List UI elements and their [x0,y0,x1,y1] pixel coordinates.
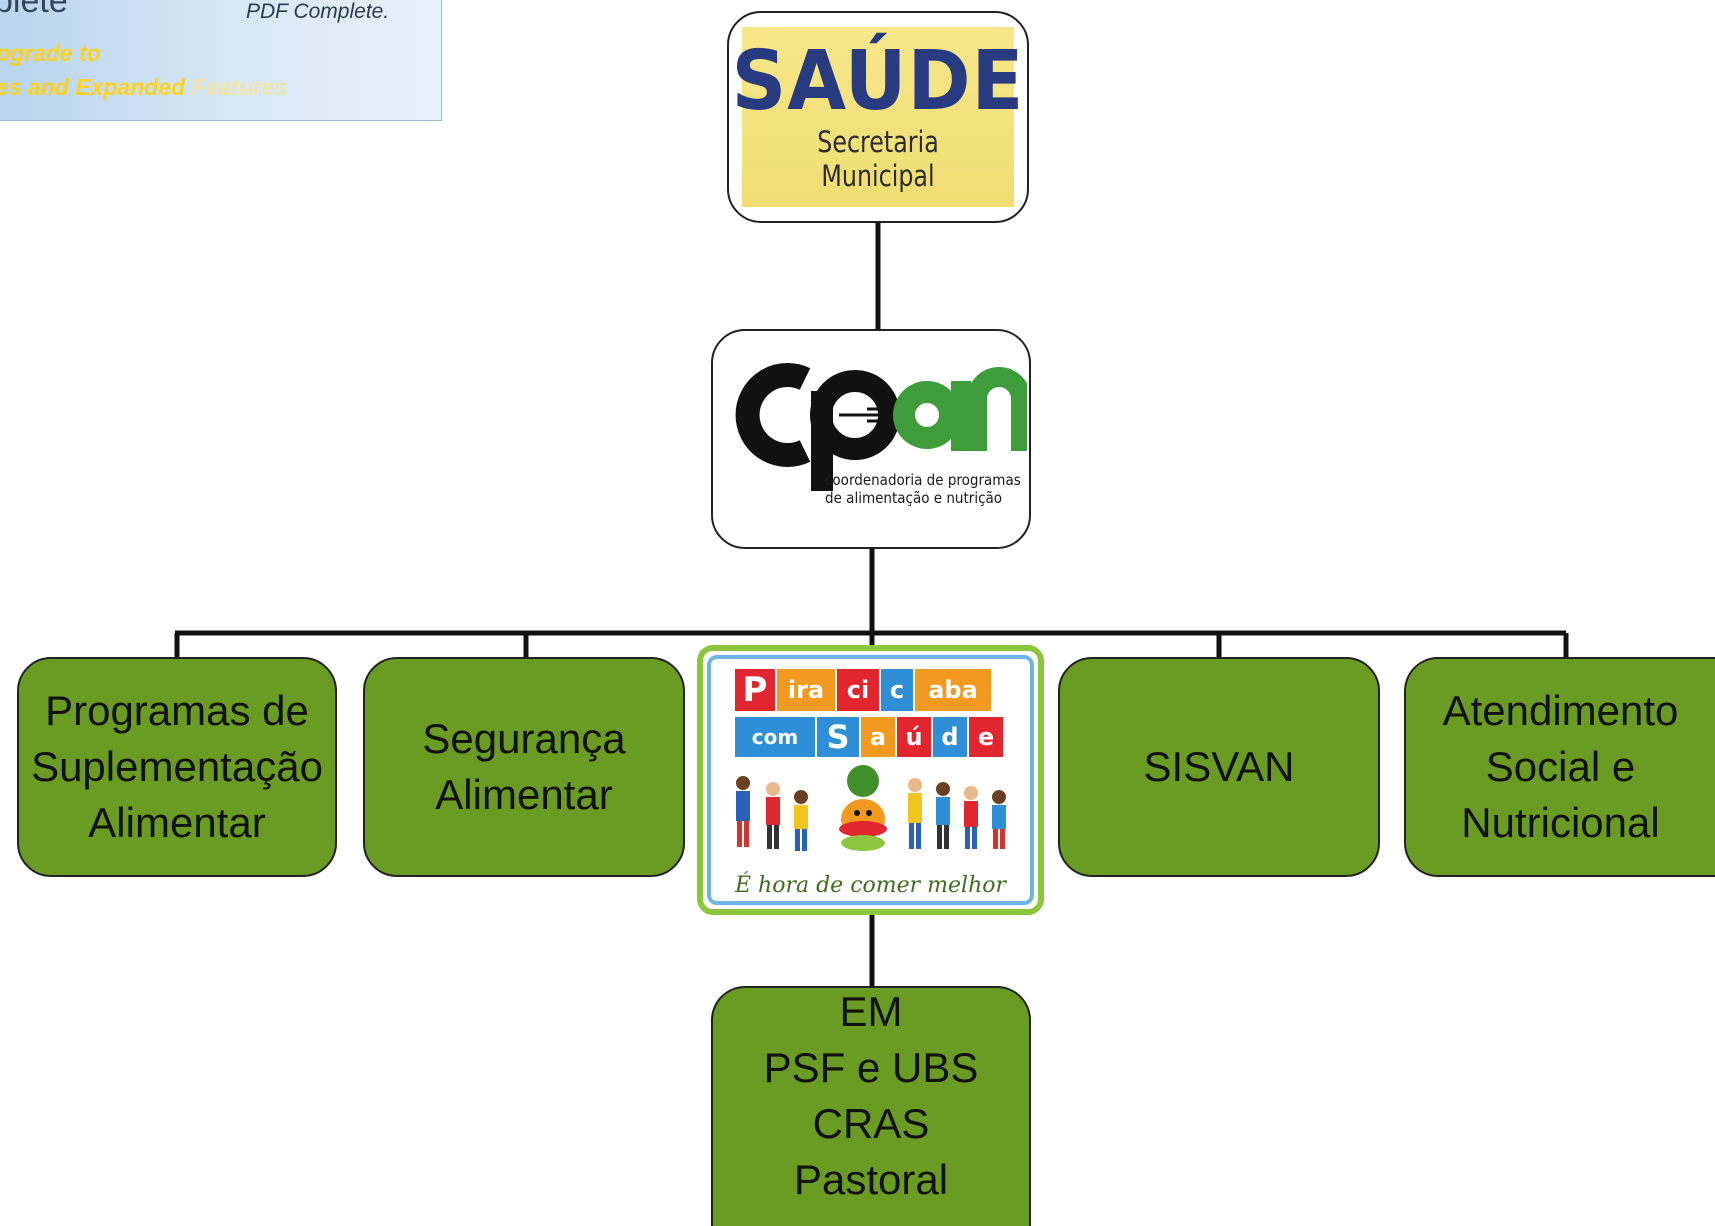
box-line: Segurança [422,715,626,762]
local-units-label: EM PSF e UBS CRAS Pastoral [763,988,979,1208]
tile: com [735,717,815,757]
seguranca-alimentar-box[interactable]: Segurança Alimentar [363,657,685,877]
box-line: Atendimento [1442,687,1679,734]
tile: d [933,717,967,757]
banner-features-line: es and Expanded Features [0,74,287,101]
piracicaba-com-saude-logo[interactable]: P ira ci c aba com S a ú d e [697,645,1044,915]
child-figure [964,786,978,849]
children-illustration [736,765,1006,851]
atendimento-social-box[interactable]: Atendimento Social e Nutricional [1404,657,1715,877]
saude-logo: SAÚDE Secretaria Municipal [732,27,1023,207]
tile: P [735,669,775,711]
box-line: SISVAN [1143,743,1295,790]
atendimento-social-label: Atendimento Social e Nutricional [1443,683,1679,851]
child-figure [766,782,780,849]
cpan-node[interactable]: coordenadoria de programas de alimentaçã… [711,329,1031,549]
saude-node[interactable]: SAÚDE Secretaria Municipal [727,11,1029,223]
tile: aba [915,669,991,711]
child-figure [936,782,950,849]
saude-title: SAÚDE [731,32,1025,129]
box-line: Alimentar [88,799,266,846]
child-figure [736,776,750,847]
tile: e [969,717,1003,757]
sisvan-box[interactable]: SISVAN [1058,657,1380,877]
tile: c [881,669,913,711]
saude-subtitle: Secretaria Municipal [817,125,939,193]
banner-features-faded: Features [191,74,288,100]
sisvan-label: SISVAN [1144,739,1295,795]
box-line: Suplementação [31,743,323,790]
child-figure [992,790,1006,849]
banner-upgrade-line: pgrade to [0,40,101,66]
piracicaba-title-row: P ira ci c aba [735,669,993,711]
cpan-logo: coordenadoria de programas de alimentaçã… [713,331,1029,547]
child-figure [908,778,922,849]
vegetable-mascot [839,765,887,851]
tile: ú [897,717,931,757]
piracicaba-inner-border [707,655,1034,905]
banner-partial-title: plete [0,0,68,20]
piracicaba-subtitle-row: com S a ú d e [735,717,1005,757]
piracicaba-tagline: É hora de comer melhor [735,873,1006,898]
box-line: Alimentar [435,771,613,818]
tile: S [817,717,859,757]
tile: ci [837,669,879,711]
banner-features-bright: es and Expanded [0,74,192,100]
programas-suplementacao-label: Programas de Suplementação Alimentar [31,683,323,851]
seguranca-alimentar-label: Segurança Alimentar [422,711,625,823]
box-line: Nutricional [1461,799,1660,846]
pdf-complete-banner[interactable]: plete PDF Complete. pgrade to es and Exp… [0,0,442,121]
child-figure [794,790,808,851]
programas-suplementacao-box[interactable]: Programas de Suplementação Alimentar [17,657,337,877]
box-line: EM [839,988,903,1035]
tile: a [861,717,895,757]
box-line: Pastoral [793,1156,949,1203]
cpan-subtitle: coordenadoria de programas de alimentaçã… [825,471,1021,507]
tile: ira [777,669,835,711]
box-line: CRAS [812,1100,930,1147]
local-units-box[interactable]: EM PSF e UBS CRAS Pastoral [711,986,1031,1226]
banner-pdf-complete: PDF Complete. [246,0,390,23]
cpan-logo-mark [735,363,1027,491]
box-line: Social e [1485,743,1636,790]
cpan-subtitle-line-1: coordenadoria de programas [825,471,1021,489]
box-line: PSF e UBS [763,1044,979,1091]
cpan-subtitle-line-2: de alimentação e nutrição [825,489,1003,507]
box-line: Programas de [45,687,309,734]
